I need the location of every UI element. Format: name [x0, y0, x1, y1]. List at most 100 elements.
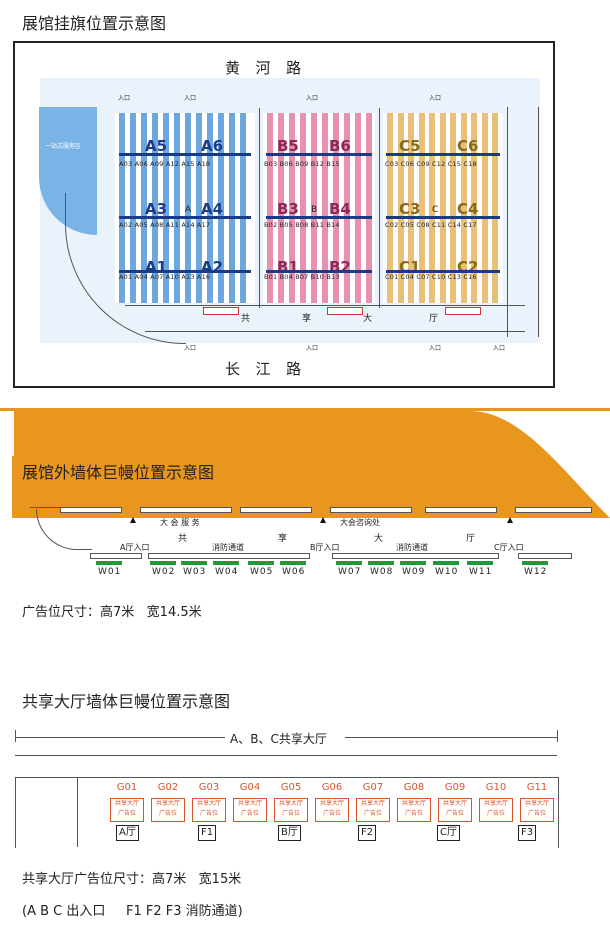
- booth-row-c-bot: C01 C04 C07 C10 C13 C16: [385, 273, 477, 281]
- road-top-label: 黄 河 路: [225, 59, 304, 77]
- banner-bar: [386, 270, 500, 273]
- booth-stripe: [471, 113, 477, 303]
- ad-spot-box: 共享大厅广告位: [520, 798, 554, 822]
- ad-wall-bar: [280, 561, 306, 565]
- east-building: [507, 107, 539, 337]
- ad-spot-label: G02: [157, 782, 179, 793]
- booth-row-a-top: A03 A06 A09 A12 A15 A18: [119, 160, 211, 168]
- entrance-label: 入口: [429, 95, 442, 102]
- banner-bar: [119, 270, 251, 273]
- banner-bar: [119, 216, 251, 219]
- service-label: 大 会 服 务: [160, 518, 200, 527]
- info-desk-label: 大会咨询处: [340, 518, 380, 527]
- ad-wall-label: W04: [215, 567, 239, 577]
- booth-stripe: [418, 113, 425, 303]
- section1-title: 展馆挂旗位置示意图: [22, 14, 167, 33]
- wall-segment: [518, 553, 572, 559]
- ad-spot-box-line: 共享大厅: [524, 800, 549, 807]
- ad-wall-bar: [400, 561, 426, 565]
- booth-stripe: [322, 113, 328, 303]
- booth-stripe: [207, 113, 213, 303]
- entry-label: C厅入口: [494, 543, 524, 552]
- booth-stripe: [229, 113, 235, 303]
- zone-label: A6: [201, 137, 224, 155]
- ad-wall-label: W03: [183, 567, 207, 577]
- ad-spot-box-line: 共享大厅: [360, 800, 385, 807]
- red-sign: [327, 307, 363, 315]
- ad-wall-bar: [433, 561, 459, 565]
- entrance-triangle: [130, 517, 136, 523]
- span-line: [15, 737, 225, 738]
- ad-wall-bar: [181, 561, 207, 565]
- ad-wall-label: W08: [370, 567, 394, 577]
- banner-bar: [266, 153, 372, 156]
- wall-segment: [148, 553, 310, 559]
- hall-letter-c: C: [432, 205, 439, 215]
- red-sign: [203, 307, 239, 315]
- booth-stripe: [174, 113, 180, 303]
- ad-spot-box: 共享大厅广告位: [233, 798, 267, 822]
- ad-spot-box-line: 共享大厅: [114, 800, 139, 807]
- booth-row-b-bot: B01 B04 B07 B10 B13: [264, 273, 340, 281]
- banner-bar: [386, 153, 500, 156]
- ad-spot-box-line: 广告位: [404, 810, 423, 817]
- ad-wall-label: W09: [402, 567, 426, 577]
- shared-hall-char: 共: [178, 534, 188, 544]
- ad-spot-label: G11: [526, 782, 548, 793]
- ad-spot-label: G05: [280, 782, 302, 793]
- ad-spot-box-line: 共享大厅: [319, 800, 344, 807]
- booth-row-b-mid: B02 B05 B08 B11 B14: [264, 221, 340, 229]
- service-area-label: 一站式服务区: [45, 143, 82, 150]
- building-outline: [240, 507, 312, 513]
- outer-wall-diagram: 大 会 服 务 大会咨询处 共 享 大 厅 A厅入口 消防通道 B厅入口 消防通…: [0, 495, 610, 585]
- zone-label: B4: [329, 200, 351, 218]
- booth-stripe: [344, 113, 350, 303]
- ad-spot-box: 共享大厅广告位: [192, 798, 226, 822]
- zone-label: B5: [277, 137, 299, 155]
- booth-stripe: [218, 113, 224, 303]
- hall-wall-divider: [77, 777, 78, 847]
- ad-wall-bar: [467, 561, 493, 565]
- booth-stripe: [450, 113, 456, 303]
- ad-spot-box-line: 广告位: [527, 810, 546, 817]
- ad-spot-box-line: 广告位: [445, 810, 464, 817]
- entrance-triangle: [320, 517, 326, 523]
- booth-stripe: [397, 113, 404, 303]
- ad-spot-box-line: 共享大厅: [155, 800, 180, 807]
- shared-note-text: (A B C 出入口 F1 F2 F3 消防通道): [22, 904, 243, 919]
- ad-spot-label: G10: [485, 782, 507, 793]
- building-outline: [140, 507, 232, 513]
- zone-label: A3: [145, 200, 168, 218]
- ad-spot-box-line: 广告位: [158, 810, 177, 817]
- booth-stripe: [300, 113, 306, 303]
- entry-label: 消防通道: [396, 543, 428, 552]
- building-outline: [515, 507, 592, 513]
- booth-row-b-top: B03 B06 B09 B12 B15: [264, 160, 340, 168]
- ad-wall-bar: [522, 561, 548, 565]
- ad-wall-bar: [336, 561, 362, 565]
- booth-row-c-top: C03 C06 C09 C12 C15 C18: [385, 160, 477, 168]
- red-sign: [445, 307, 481, 315]
- shared-hall-char: 享: [278, 534, 288, 544]
- ad-spot-box: 共享大厅广告位: [315, 798, 349, 822]
- outer-size-text: 广告位尺寸：高7米 宽14.5米: [22, 605, 202, 620]
- ad-spot-box-line: 广告位: [240, 810, 259, 817]
- span-line: [15, 755, 557, 756]
- zone-label: B6: [329, 137, 351, 155]
- wall-segment: [90, 553, 142, 559]
- entrance-label: 入口: [184, 345, 197, 352]
- booth-stripe: [429, 113, 435, 303]
- hall-door: B厅: [278, 825, 301, 841]
- ad-wall-label: W05: [250, 567, 274, 577]
- booth-stripe: [163, 113, 169, 303]
- ad-spot-box: 共享大厅广告位: [356, 798, 390, 822]
- road-bottom-label: 长 江 路: [225, 360, 304, 378]
- ad-spot-box-line: 共享大厅: [401, 800, 426, 807]
- ad-wall-label: W02: [152, 567, 176, 577]
- zone-label: B3: [277, 200, 299, 218]
- hall-flag-map: 黄 河 路 长 江 路 一站式服务区 A5 A6 A3 A4 A1 A2 B5 …: [13, 41, 555, 388]
- ad-spot-label: G03: [198, 782, 220, 793]
- hall-wall-box: [15, 777, 559, 848]
- shared-size-text: 共享大厅广告位尺寸：高7米 宽15米: [22, 872, 242, 887]
